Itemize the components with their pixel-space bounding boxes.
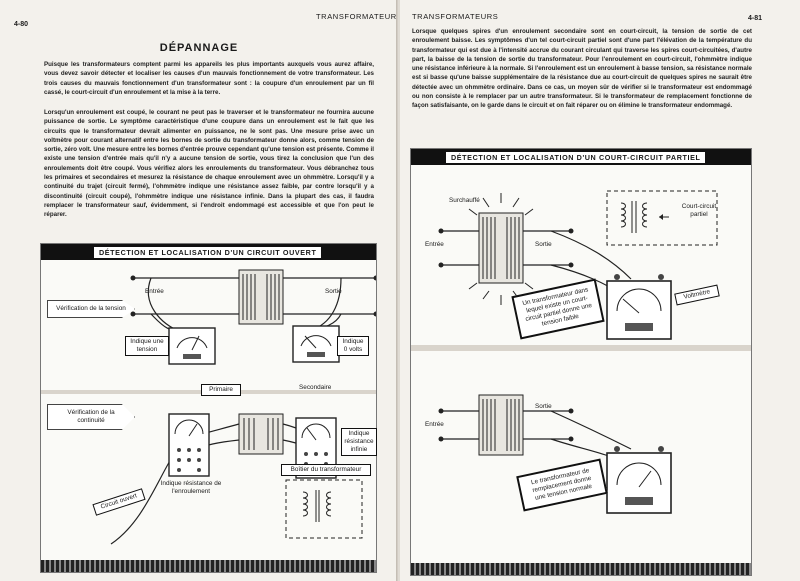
ohmmeter-icon xyxy=(168,413,210,477)
paragraph: Lorsque quelques spires d'un enroulement… xyxy=(412,28,752,110)
label-primaire: Primaire xyxy=(201,384,241,396)
label-sortie: Sortie xyxy=(325,288,342,295)
transformer-icon xyxy=(238,269,284,325)
side-label-voltage: Vérification de la tension xyxy=(47,300,135,318)
figure-footer-bar xyxy=(411,563,751,575)
court-circuit-diagram xyxy=(438,190,718,514)
paragraph: Lorsqu'un enroulement est coupé, le cour… xyxy=(44,109,374,219)
partial-short-icon xyxy=(606,190,718,246)
label-resistance-infinie: Indique résistance infinie xyxy=(341,428,377,456)
label-boitier: Boîtier du transformateur xyxy=(281,464,371,476)
transformer-case-icon xyxy=(285,479,363,539)
figure-court-circuit-partiel: DÉTECTION ET LOCALISATION D'UN COURT-CIR… xyxy=(410,148,752,576)
label-entree: Entrée xyxy=(145,288,164,295)
left-page: 4-80 TRANSFORMATEURS DÉPANNAGE Puisque l… xyxy=(0,0,402,581)
transformer-icon xyxy=(478,394,524,456)
voltmeter-icon xyxy=(606,274,672,340)
figure-footer-bar xyxy=(41,560,376,572)
transformer-icon xyxy=(238,413,284,455)
voltmeter-icon xyxy=(168,327,216,365)
label-sortie: Sortie xyxy=(535,403,552,410)
label-sortie: Sortie xyxy=(535,241,552,248)
book-gutter xyxy=(396,0,402,581)
label-secondaire: Secondaire xyxy=(299,384,332,391)
right-page: TRANSFORMATEURS 4-81 Lorsque quelques sp… xyxy=(400,0,800,581)
page-title: DÉPANNAGE xyxy=(159,42,239,54)
label-indique-tension: Indique une tension xyxy=(125,336,169,356)
label-indique-0-volts: Indique 0 volts xyxy=(337,336,369,356)
running-header: TRANSFORMATEURS xyxy=(412,12,499,21)
voltmeter-icon xyxy=(292,325,340,363)
figure-title: DÉTECTION ET LOCALISATION D'UN COURT-CIR… xyxy=(445,151,707,164)
figure-title: DÉTECTION ET LOCALISATION D'UN CIRCUIT O… xyxy=(93,246,323,259)
paragraph: Puisque les transformateurs comptent par… xyxy=(44,61,374,96)
figure-circuit-ouvert: DÉTECTION ET LOCALISATION D'UN CIRCUIT O… xyxy=(40,243,377,573)
transformer-icon xyxy=(478,212,524,284)
page-number: 4-81 xyxy=(748,15,763,22)
label-entree: Entrée xyxy=(425,421,444,428)
divider xyxy=(411,345,751,351)
label-resistance-enroulement: Indique résistance de l'enroulement xyxy=(160,480,222,495)
label-surchauffe: Surchauffé xyxy=(449,197,480,204)
side-label-continuity: Vérification de la continuité xyxy=(47,404,135,430)
voltmeter-icon xyxy=(606,446,672,514)
running-header: TRANSFORMATEURS xyxy=(316,12,403,21)
label-court-circuit-partiel: Court-circuit partiel xyxy=(681,203,717,218)
page-number: 4-80 xyxy=(14,21,29,28)
label-entree: Entrée xyxy=(425,241,444,248)
